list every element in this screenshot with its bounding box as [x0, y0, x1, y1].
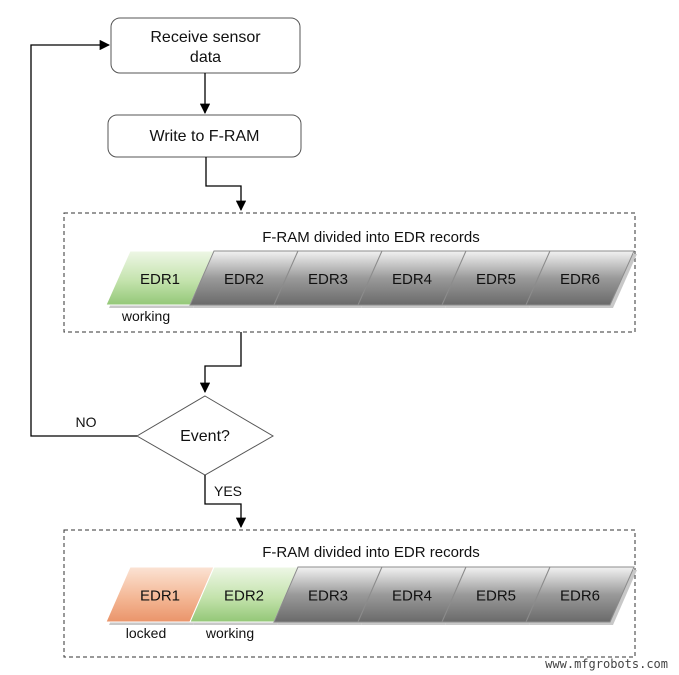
panel1-record-4-label: EDR4 [392, 271, 432, 288]
panel1-record-5-label: EDR5 [476, 271, 516, 288]
panel1-record-3-label: EDR3 [308, 271, 348, 288]
panel2-record-1-tag: locked [126, 625, 166, 641]
panel2-record-2-tag: working [205, 625, 254, 641]
panel1-record-6 [525, 250, 635, 306]
panel2-record-5-label: EDR5 [476, 588, 516, 605]
panel1-record-2-label: EDR2 [224, 271, 264, 288]
panel1-records: EDR1 working EDR2 EDR3 EDR4 EDR5 EDR6 [105, 250, 637, 324]
panel2-record-6-label: EDR6 [560, 588, 600, 605]
no-branch-label: NO [76, 414, 97, 430]
arrow-write-to-panel1 [205, 157, 247, 212]
receive-node-line2: data [190, 49, 221, 66]
fram-panel-2: F-RAM divided into EDR records EDR1 locke… [63, 529, 637, 658]
panel2-record-4-label: EDR4 [392, 588, 432, 605]
panel1-record-6-label: EDR6 [560, 271, 600, 288]
watermark: www.mfgrobots.com [545, 657, 668, 671]
arrow-panel1-to-decision [199, 332, 242, 394]
receive-sensor-data-node: Receive sensor data [110, 17, 301, 74]
fram-panel-1: F-RAM divided into EDR records EDR1 worki… [63, 212, 637, 333]
panel1-record-1-tag: working [121, 308, 170, 324]
panel2-records: EDR1 locked EDR2 working EDR3 EDR4 EDR5 EDR6 [105, 566, 637, 641]
panel1-title: F-RAM divided into EDR records [262, 229, 480, 246]
write-to-fram-node: Write to F-RAM [107, 114, 302, 158]
panel2-record-2-label: EDR2 [224, 588, 264, 605]
panel2-record-1-label: EDR1 [140, 588, 180, 605]
event-decision-node: Event? [136, 395, 274, 476]
write-node-label: Write to F-RAM [150, 128, 260, 145]
panel2-record-6 [525, 566, 635, 623]
yes-branch-label: YES [214, 483, 242, 499]
decision-label: Event? [180, 428, 230, 445]
panel2-title: F-RAM divided into EDR records [262, 544, 480, 561]
receive-node-line1: Receive sensor [150, 29, 261, 46]
arrow-yes-to-panel2 [204, 475, 247, 529]
arrow-no-loop [30, 39, 137, 437]
panel1-record-1-label: EDR1 [140, 271, 180, 288]
panel2-record-3-label: EDR3 [308, 588, 348, 605]
